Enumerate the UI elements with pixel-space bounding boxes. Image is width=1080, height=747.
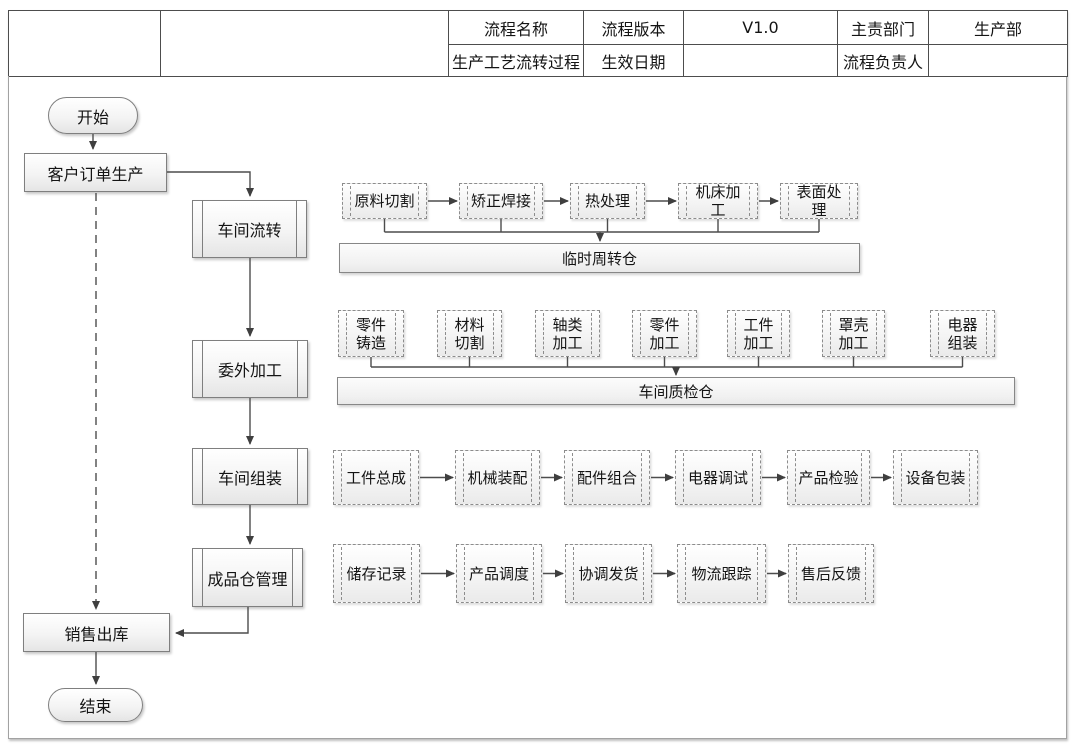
step-box-finished-goods-steps-0: 储存记录 bbox=[333, 544, 420, 603]
step-box-finished-goods-steps-3: 物流跟踪 bbox=[677, 544, 766, 603]
header-name-value: 生产工艺流转过程 bbox=[449, 45, 584, 77]
flow-node-start: 开始 bbox=[48, 97, 138, 134]
step-box-workshop-flow-steps-3: 机床加工 bbox=[678, 183, 758, 219]
flow-node-outsourcing: 委外加工 bbox=[192, 340, 308, 398]
flow-node-customer-order: 客户订单生产 bbox=[24, 153, 167, 192]
header-dept-label: 主责部门 bbox=[838, 11, 929, 45]
step-box-workshop-flow-steps-4: 表面处理 bbox=[780, 183, 858, 219]
step-box-outsourcing-steps-0: 零件铸造 bbox=[338, 310, 404, 357]
flow-node-finished-goods: 成品仓管理 bbox=[192, 548, 303, 607]
header-logo-cell bbox=[9, 11, 161, 77]
header-owner-value bbox=[929, 45, 1068, 77]
flow-node-workshop-assembly: 车间组装 bbox=[192, 448, 308, 505]
header-date-value bbox=[684, 45, 838, 77]
warehouse-box-outsourcing-steps: 车间质检仓 bbox=[337, 377, 1015, 405]
step-box-finished-goods-steps-1: 产品调度 bbox=[456, 544, 542, 603]
step-box-assembly-steps-5: 设备包装 bbox=[893, 450, 978, 505]
flow-node-sales-outbound: 销售出库 bbox=[23, 613, 170, 652]
process-header-table: 流程名称 流程版本 V1.0 主责部门 生产部 生产工艺流转过程 生效日期 流程… bbox=[8, 10, 1068, 77]
step-box-outsourcing-steps-1: 材料切割 bbox=[437, 310, 502, 357]
header-name-label: 流程名称 bbox=[449, 11, 584, 45]
header-notes-cell bbox=[161, 11, 449, 77]
step-box-assembly-steps-0: 工件总成 bbox=[333, 450, 419, 505]
header-owner-label: 流程负责人 bbox=[838, 45, 929, 77]
step-box-finished-goods-steps-4: 售后反馈 bbox=[788, 544, 874, 603]
step-box-outsourcing-steps-4: 工件加工 bbox=[727, 310, 790, 357]
header-version-value: V1.0 bbox=[684, 11, 838, 45]
step-box-assembly-steps-1: 机械装配 bbox=[455, 450, 540, 505]
step-box-assembly-steps-2: 配件组合 bbox=[564, 450, 650, 505]
step-box-outsourcing-steps-6: 电器组装 bbox=[930, 310, 995, 357]
header-date-label: 生效日期 bbox=[584, 45, 684, 77]
header-dept-value: 生产部 bbox=[929, 11, 1068, 45]
step-box-outsourcing-steps-5: 罩壳加工 bbox=[822, 310, 885, 357]
step-box-workshop-flow-steps-2: 热处理 bbox=[570, 183, 645, 219]
step-box-workshop-flow-steps-1: 矫正焊接 bbox=[459, 183, 543, 219]
step-box-workshop-flow-steps-0: 原料切割 bbox=[342, 183, 427, 219]
step-box-finished-goods-steps-2: 协调发货 bbox=[565, 544, 652, 603]
step-box-outsourcing-steps-2: 轴类加工 bbox=[535, 310, 600, 357]
step-box-assembly-steps-3: 电器调试 bbox=[675, 450, 761, 505]
step-box-outsourcing-steps-3: 零件加工 bbox=[632, 310, 697, 357]
step-box-assembly-steps-4: 产品检验 bbox=[787, 450, 870, 505]
header-version-label: 流程版本 bbox=[584, 11, 684, 45]
warehouse-box-workshop-flow-steps: 临时周转仓 bbox=[339, 243, 860, 273]
flow-node-end: 结束 bbox=[48, 688, 143, 722]
flow-node-workshop-flow: 车间流转 bbox=[192, 200, 307, 258]
